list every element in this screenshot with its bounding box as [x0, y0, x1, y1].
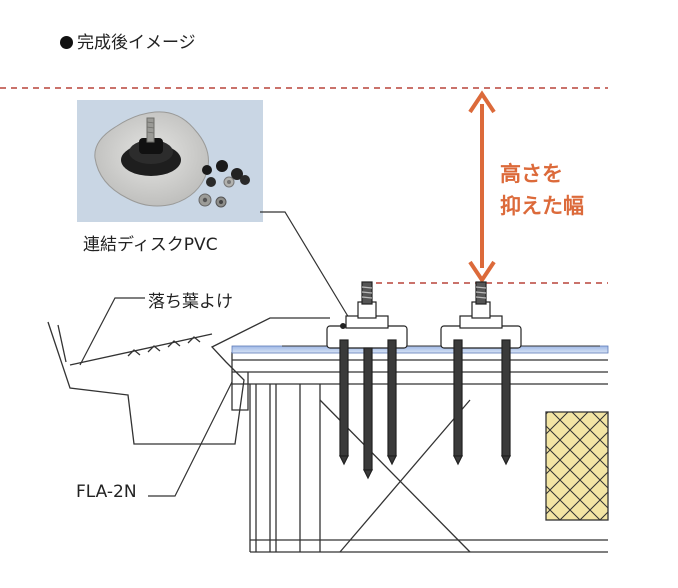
fla-leader-line [148, 381, 233, 497]
leaf-guard-label: 落ち葉よけ [148, 292, 233, 312]
anchor-unit-left [326, 281, 408, 480]
leaf-guard-leader-line [79, 297, 145, 366]
height-arrow-icon [468, 90, 496, 284]
anchor-unit-right [440, 281, 522, 466]
height-note-line2: 抑えた幅 [500, 194, 584, 218]
page-heading: 完成後イメージ [60, 28, 196, 53]
insulation-block [545, 411, 609, 521]
photo-leader-line [260, 211, 356, 329]
waterproof-membrane [231, 345, 609, 354]
heading-text: 完成後イメージ [77, 33, 196, 53]
leaf-guard-shape [47, 317, 330, 445]
photo-caption: 連結ディスクPVC [83, 235, 218, 255]
bullet-dot-icon [60, 36, 73, 49]
roof-structure [231, 351, 608, 553]
connecting-disc-illustration [94, 111, 250, 208]
height-note-line1: 高さを [500, 162, 563, 186]
product-photo [77, 100, 263, 222]
fla-2n-label: FLA-2N [76, 482, 137, 502]
height-note: 高さを 抑えた幅 [500, 158, 584, 222]
